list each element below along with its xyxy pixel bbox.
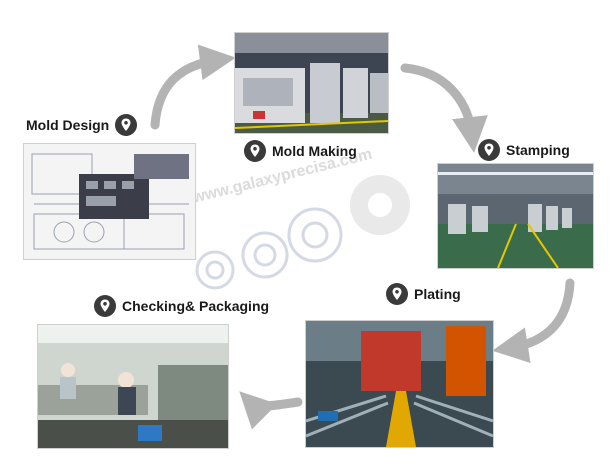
location-pin-icon <box>244 140 266 162</box>
curved-arrow-icon <box>150 44 236 130</box>
checking-packaging-photo <box>37 324 229 449</box>
stamping-photo <box>437 163 594 269</box>
location-pin-icon <box>478 139 500 161</box>
location-pin-icon <box>115 114 138 136</box>
gears-decoration <box>195 175 410 290</box>
step-plating: Plating <box>386 283 461 305</box>
curved-arrow-icon <box>400 63 488 153</box>
step-label-text: Mold Design <box>26 117 110 133</box>
step-label-text: Stamping <box>506 142 570 158</box>
step-label-text: Checking& Packaging <box>122 298 270 314</box>
plating-photo <box>305 320 494 448</box>
location-pin-icon <box>94 295 116 317</box>
curved-arrow-icon <box>492 278 575 363</box>
step-stamping: Stamping <box>478 139 570 161</box>
location-pin-icon <box>386 283 408 305</box>
step-label-text: Plating <box>414 286 461 302</box>
step-mold-making: Mold Making <box>244 140 357 162</box>
mold-making-photo <box>234 32 389 134</box>
curved-arrow-icon <box>239 391 303 430</box>
mold-design-photo <box>23 143 196 260</box>
step-label-text: Mold Making <box>272 143 357 159</box>
step-checking-packaging: Checking& Packaging <box>94 295 269 317</box>
step-mold-design: Mold Design <box>26 114 138 136</box>
